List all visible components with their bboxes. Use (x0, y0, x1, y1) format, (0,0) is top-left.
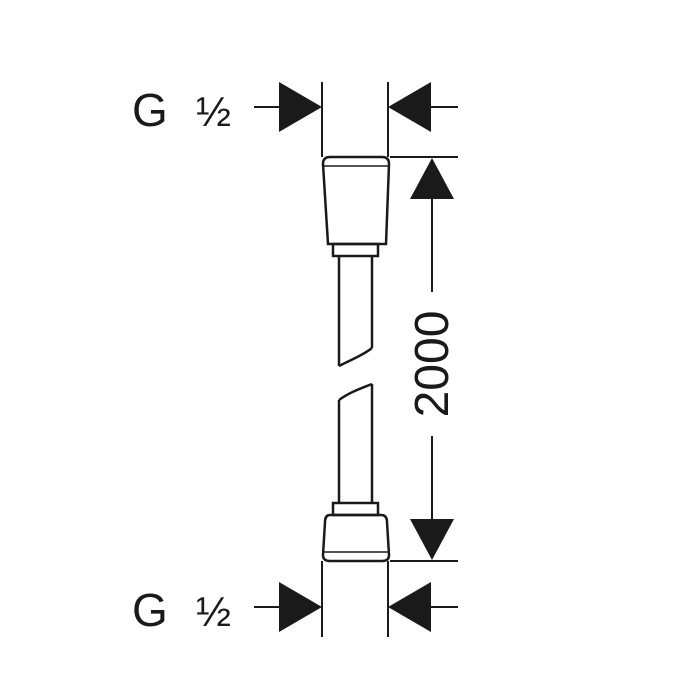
top-thread-size: ½ (196, 88, 231, 135)
top-hose-nut (321, 155, 391, 246)
bottom-thread-size: ½ (196, 588, 231, 635)
bottom-hose-nut (321, 513, 391, 563)
top-hose-ferrule (331, 242, 380, 258)
bottom-hose-ferrule (331, 501, 380, 517)
top-thread-dimension: G ½ (132, 82, 458, 157)
bottom-left-arrowhead (279, 582, 322, 632)
top-right-arrowhead (388, 82, 431, 132)
bottom-thread-dimension: G ½ (132, 561, 458, 637)
top-left-arrowhead (279, 82, 322, 132)
upper-hose-break (338, 347, 373, 368)
length-dimension-value: 2000 (406, 311, 459, 418)
top-thread-letter: G (132, 84, 168, 136)
bottom-thread-letter: G (132, 584, 168, 636)
length-dimension: 2000 (390, 156, 459, 562)
length-arrowhead-top (410, 158, 454, 199)
lower-hose-break (338, 382, 373, 402)
shower-hose (321, 155, 391, 563)
length-arrowhead-bottom (410, 519, 454, 560)
bottom-right-arrowhead (388, 582, 431, 632)
